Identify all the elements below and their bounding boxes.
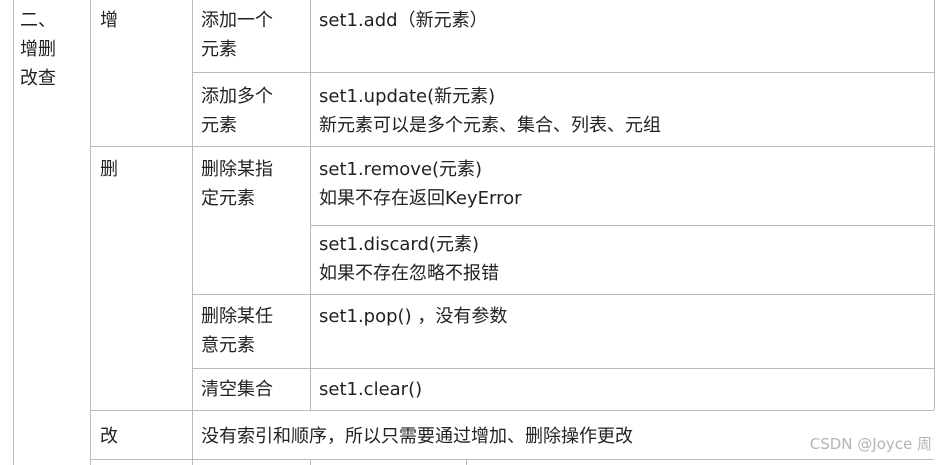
- grid-line: [90, 410, 934, 411]
- grid-line: [310, 225, 934, 226]
- section-title: 二、 增删 改查: [20, 6, 56, 93]
- operation-description: 添加一个 元素: [201, 6, 273, 64]
- operation-code: set1.update(新元素) 新元素可以是多个元素、集合、列表、元组: [319, 82, 661, 140]
- grid-line: [192, 294, 934, 295]
- grid-line: [310, 0, 311, 410]
- category-modify: 改: [100, 426, 118, 447]
- grid-line: [90, 459, 934, 460]
- code-line: set1.remove(元素): [319, 159, 483, 180]
- operation-description: 删除某指 定元素: [201, 155, 273, 213]
- grid-line: [90, 0, 91, 465]
- code-line: set1.pop() ，没有参数: [319, 306, 508, 327]
- description-line: 元素: [201, 39, 237, 60]
- operation-description: 添加多个 元素: [201, 82, 273, 140]
- operation-description: 删除某任 意元素: [201, 302, 273, 360]
- description-line: 添加一个: [201, 10, 273, 31]
- description-line: 意元素: [201, 335, 255, 356]
- grid-line: [90, 146, 934, 147]
- description-line: 添加多个: [201, 86, 273, 107]
- grid-line: [934, 0, 935, 410]
- description-line: 删除某任: [201, 306, 273, 327]
- operation-code: set1.discard(元素) 如果不存在忽略不报错: [319, 230, 499, 288]
- code-note: 如果不存在返回KeyError: [319, 188, 522, 209]
- modify-note: 没有索引和顺序，所以只需要通过增加、删除操作更改: [201, 426, 633, 447]
- grid-line: [466, 459, 467, 465]
- operation-code: set1.remove(元素) 如果不存在返回KeyError: [319, 155, 522, 213]
- grid-line: [192, 0, 193, 465]
- section-title-line: 改查: [20, 68, 56, 89]
- code-line: set1.discard(元素): [319, 234, 479, 255]
- description-line: 删除某指: [201, 159, 273, 180]
- category-delete: 删: [100, 159, 118, 180]
- description-line: 定元素: [201, 188, 255, 209]
- operation-code: set1.pop() ，没有参数: [319, 302, 507, 331]
- code-line: set1.update(新元素): [319, 86, 496, 107]
- grid-line: [310, 459, 311, 465]
- section-title-line: 二、: [20, 10, 56, 31]
- grid-line: [192, 72, 934, 73]
- code-note: 新元素可以是多个元素、集合、列表、元组: [319, 115, 661, 136]
- code-note: 如果不存在忽略不报错: [319, 263, 499, 284]
- grid-line: [13, 0, 14, 465]
- category-add: 增: [100, 10, 118, 31]
- code-line: set1.add（新元素）: [319, 10, 488, 31]
- operation-code: set1.clear(): [319, 379, 423, 400]
- section-title-line: 增删: [20, 39, 56, 60]
- watermark: CSDN @Joyce 周: [809, 435, 932, 453]
- grid-line: [192, 368, 934, 369]
- description-line: 元素: [201, 115, 237, 136]
- operation-description: 清空集合: [201, 379, 273, 400]
- operation-code: set1.add（新元素）: [319, 6, 488, 35]
